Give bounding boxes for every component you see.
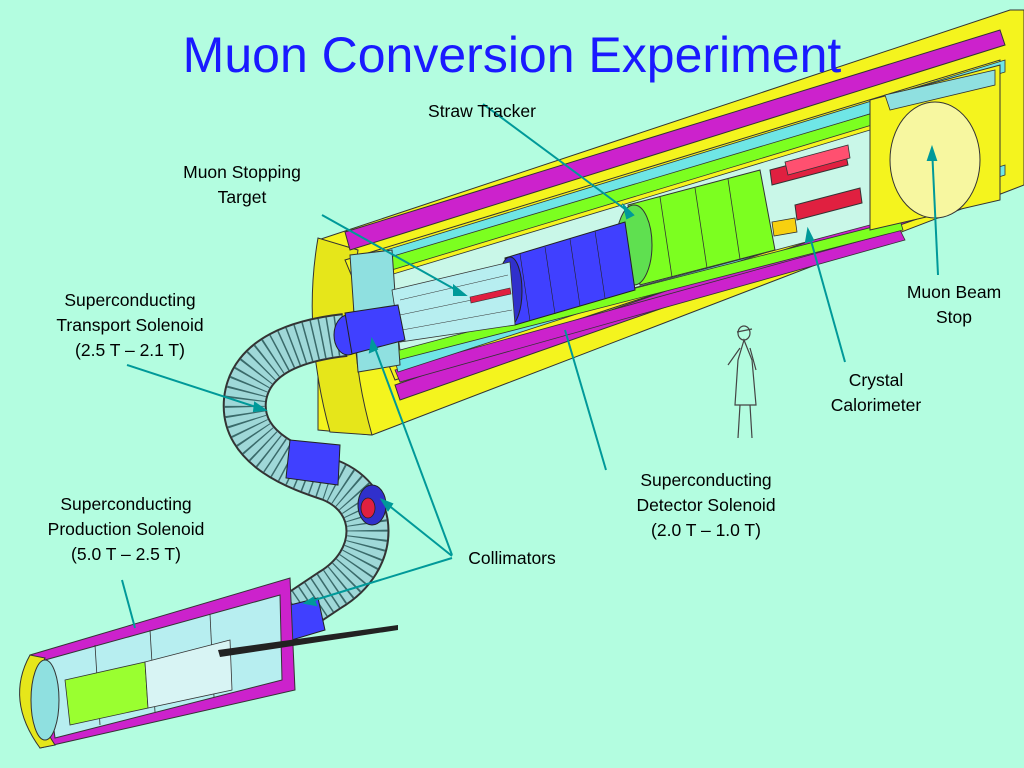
label-detector-solenoid: Superconducting Detector Solenoid (2.0 T…	[636, 470, 776, 540]
label-collimators: Collimators	[468, 548, 556, 568]
person-figure	[727, 325, 757, 439]
label-transport-solenoid: Superconducting Transport Solenoid (2.5 …	[56, 290, 204, 360]
label-beam-stop: Muon Beam Stop	[906, 282, 1002, 327]
label-straw-tracker: Straw Tracker	[428, 101, 536, 121]
label-production-solenoid: Superconducting Production Solenoid (5.0…	[47, 494, 205, 564]
label-stopping-target: Muon Stopping Target	[183, 162, 301, 207]
leader-lines	[121, 103, 939, 629]
crystal-calorimeter	[769, 144, 863, 237]
page-title: Muon Conversion Experiment	[182, 27, 842, 83]
label-crystal-calorimeter: Crystal Calorimeter	[830, 370, 922, 415]
production-solenoid	[19, 577, 398, 749]
detector-solenoid	[311, 9, 1024, 436]
